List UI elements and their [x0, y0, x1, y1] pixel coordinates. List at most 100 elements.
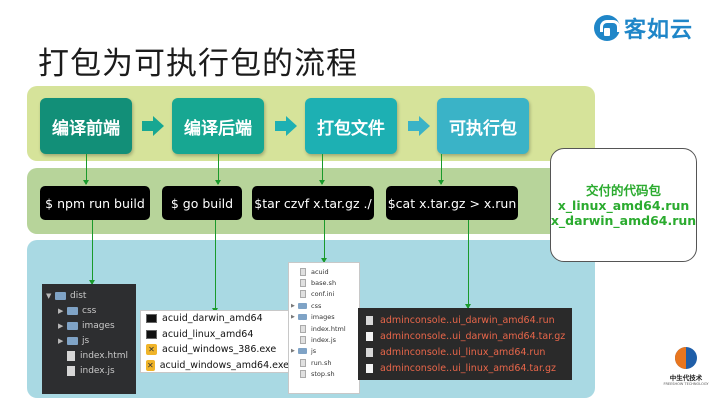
- stage-pack-files: 打包文件: [305, 98, 397, 154]
- frontend-output-panel: ▼ dist ▶ css ▶ images ▶ js index.html in…: [42, 284, 136, 394]
- disclosure-closed-icon[interactable]: ▶: [291, 302, 295, 309]
- list-item[interactable]: ▶ js: [289, 346, 359, 357]
- item-label: images: [82, 320, 115, 331]
- item-label: css: [311, 301, 322, 310]
- flow-arrow-icon: [275, 116, 297, 136]
- list-item[interactable]: adminconsole..ui_darwin_amd64.tar.gz: [358, 328, 572, 344]
- item-label: run.sh: [311, 358, 332, 367]
- list-item[interactable]: acuid_darwin_amd64: [141, 311, 289, 327]
- archive-icon: [366, 331, 373, 341]
- connector-arrow: [83, 154, 89, 185]
- brand-logo: 客如云: [594, 12, 693, 44]
- file-icon: [366, 315, 373, 325]
- list-item[interactable]: adminconsole..ui_darwin_amd64.run: [358, 312, 572, 328]
- folder-icon: [298, 302, 307, 309]
- list-item[interactable]: adminconsole..ui_linux_amd64.tar.gz: [358, 360, 572, 376]
- list-item[interactable]: ▶ js: [42, 333, 136, 348]
- item-label: index.html: [80, 350, 128, 361]
- file-icon: [300, 279, 306, 288]
- list-item[interactable]: stop.sh: [289, 369, 359, 380]
- list-item[interactable]: index.js: [289, 334, 359, 345]
- list-item[interactable]: adminconsole..ui_linux_amd64.run: [358, 344, 572, 360]
- stage-build-backend: 编译后端: [172, 98, 264, 154]
- list-item[interactable]: acuid: [289, 266, 359, 277]
- package-tree-panel: acuid base.sh conf.ini ▶ css ▶ images inde…: [288, 262, 360, 394]
- connector-arrow: [212, 220, 218, 313]
- connector-arrow: [319, 154, 325, 185]
- corp-subtitle: FREESHOW TECHNOLOGY: [663, 382, 709, 386]
- item-label: base.sh: [311, 279, 337, 288]
- item-label: css: [82, 305, 97, 316]
- list-item[interactable]: ✕ acuid_windows_386.exe: [141, 342, 289, 358]
- exe-icon: ✕: [146, 359, 155, 371]
- list-item[interactable]: run.sh: [289, 357, 359, 368]
- folder-icon: [67, 336, 78, 345]
- list-item[interactable]: acuid_linux_amd64: [141, 327, 289, 343]
- file-icon: [67, 350, 75, 361]
- command-go-build: $ go build: [162, 186, 242, 220]
- item-label: stop.sh: [311, 370, 335, 379]
- command-cat: $cat x.tar.gz > x.run: [386, 186, 518, 220]
- flow-arrow-icon: [408, 116, 430, 136]
- file-icon: [300, 267, 306, 276]
- item-label: index.js: [80, 365, 115, 376]
- list-item[interactable]: ▶ css: [289, 300, 359, 311]
- stage-executable: 可执行包: [437, 98, 529, 154]
- list-item[interactable]: conf.ini: [289, 289, 359, 300]
- item-label: adminconsole..ui_darwin_amd64.run: [380, 314, 555, 326]
- connector-arrow: [438, 154, 444, 185]
- corp-logo-icon: [675, 347, 697, 369]
- connector-arrow: [89, 220, 95, 285]
- list-item[interactable]: ▶ images: [289, 312, 359, 323]
- item-label: adminconsole..ui_darwin_amd64.tar.gz: [380, 330, 566, 342]
- item-label: acuid_windows_386.exe: [162, 344, 277, 356]
- command-tar: $tar czvf x.tar.gz ./: [252, 186, 374, 220]
- corp-name: 中生代技术: [669, 374, 703, 382]
- list-item[interactable]: index.html: [289, 323, 359, 334]
- folder-icon: [298, 314, 307, 321]
- folder-icon: [298, 348, 307, 355]
- exec-icon: [146, 314, 157, 324]
- item-label: conf.ini: [311, 290, 335, 299]
- item-label: acuid_linux_amd64: [162, 328, 254, 340]
- item-label: acuid: [311, 267, 329, 276]
- folder-icon: [67, 306, 78, 315]
- note-file: x_linux_amd64.run: [557, 197, 690, 213]
- item-label: adminconsole..ui_linux_amd64.tar.gz: [380, 362, 557, 374]
- item-label: index.js: [311, 336, 337, 345]
- disclosure-closed-icon[interactable]: ▶: [58, 306, 64, 315]
- page-title: 打包为可执行包的流程: [38, 46, 358, 82]
- command-npm-build: $ npm run build: [40, 186, 150, 220]
- file-icon: [300, 370, 306, 379]
- deliverable-note: 交付的代码包 x_linux_amd64.run x_darwin_amd64.…: [550, 148, 697, 262]
- exec-icon: [146, 329, 157, 339]
- item-label: index.html: [311, 324, 346, 333]
- folder-icon: [67, 321, 78, 330]
- list-item[interactable]: ▶ css: [42, 303, 136, 318]
- item-label: images: [311, 313, 335, 322]
- brand-name: 客如云: [624, 18, 694, 43]
- stage-build-frontend: 编译前端: [40, 98, 132, 154]
- disclosure-closed-icon[interactable]: ▶: [58, 336, 64, 345]
- list-item[interactable]: ✕ acuid_windows_amd64.exe: [141, 358, 289, 374]
- list-item[interactable]: ▼ dist: [42, 288, 136, 303]
- disclosure-open-icon[interactable]: ▼: [46, 291, 52, 300]
- folder-icon: [55, 291, 66, 300]
- file-icon: [300, 358, 306, 367]
- list-item[interactable]: ▶ images: [42, 318, 136, 333]
- disclosure-closed-icon[interactable]: ▶: [58, 321, 64, 330]
- file-icon: [300, 336, 306, 345]
- note-file: x_darwin_amd64.run: [550, 212, 697, 228]
- backend-output-panel: acuid_darwin_amd64 acuid_linux_amd64 ✕ a…: [140, 310, 290, 373]
- connector-arrow: [321, 220, 327, 263]
- disclosure-closed-icon[interactable]: ▶: [291, 314, 295, 321]
- file-icon: [300, 290, 306, 299]
- corp-logo: 中生代技术 FREESHOW TECHNOLOGY: [662, 347, 710, 386]
- list-item[interactable]: index.html: [42, 348, 136, 363]
- list-item[interactable]: base.sh: [289, 277, 359, 288]
- file-icon: [366, 347, 373, 357]
- item-label: js: [311, 347, 317, 356]
- list-item[interactable]: index.js: [42, 363, 136, 378]
- disclosure-closed-icon[interactable]: ▶: [291, 348, 295, 355]
- file-icon: [300, 324, 306, 333]
